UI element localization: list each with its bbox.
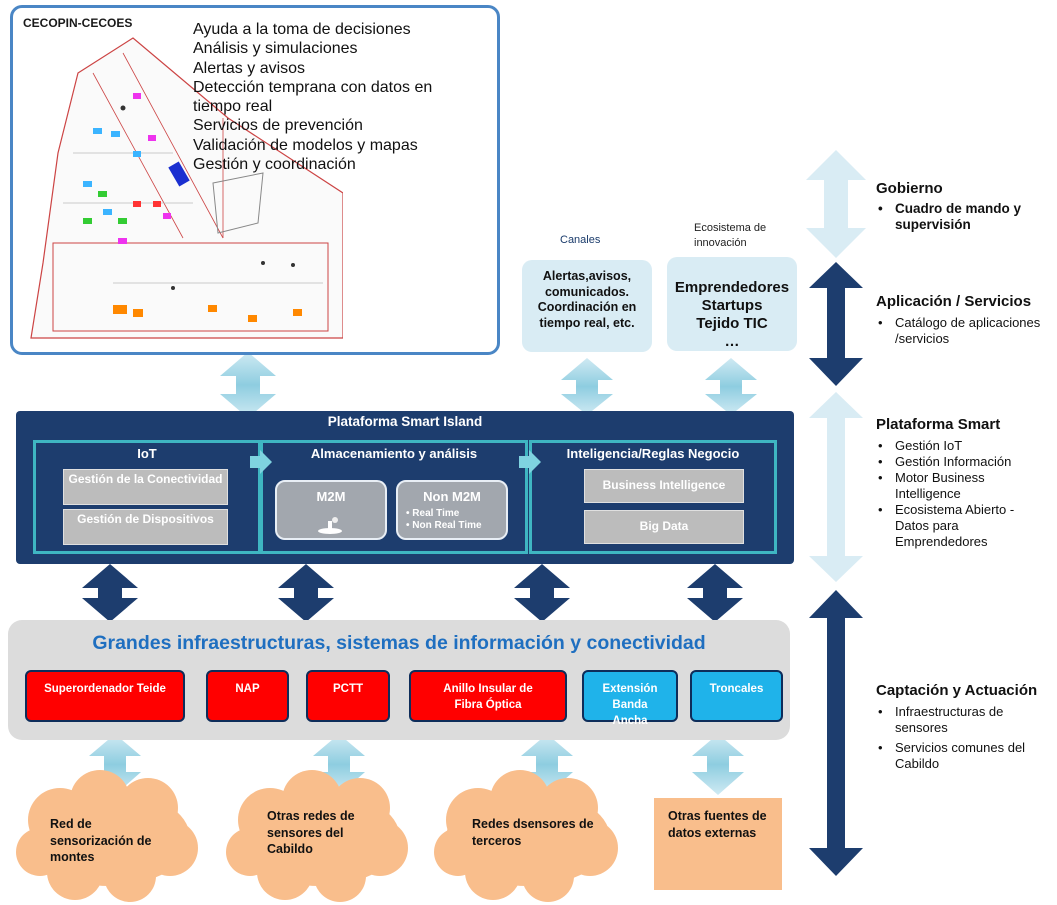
- canales-label: Canales: [560, 234, 601, 246]
- troncales-box: Troncales: [690, 670, 783, 722]
- cecopin-title: CECOPIN-CECOES: [23, 16, 133, 30]
- layer-aplicacion-list: Catálogo de aplicaciones /servicios: [876, 315, 1046, 347]
- cecopin-item: Validación de modelos y mapas: [193, 136, 418, 154]
- platform-title: Plataforma Smart Island: [327, 414, 483, 429]
- iot-title: IoT: [137, 446, 157, 461]
- cecopin-item: Detección temprana con datos en tiempo r…: [193, 78, 433, 116]
- otras-fuentes-box: Otras fuentes de datos externas: [654, 798, 782, 890]
- gestion-dispositivos-box: Gestión de Dispositivos: [63, 509, 228, 545]
- m2m-box: M2M: [275, 480, 387, 540]
- source-otras-fuentes: Otras fuentes de datos externas: [668, 809, 767, 840]
- cloud-1: [16, 770, 198, 902]
- layer-item: Catálogo de aplicaciones /servicios: [876, 315, 1046, 347]
- layer-aplicacion-title: Aplicación / Servicios: [876, 293, 1032, 310]
- infra-title: Grandes infraestructuras, sistemas de in…: [92, 632, 706, 654]
- eco-line: Tejido TIC: [696, 315, 768, 332]
- flow-arrow-iot-storage: [250, 450, 272, 474]
- antenna-icon: [318, 517, 342, 534]
- layer-plataforma-title: Plataforma Smart: [876, 416, 1001, 433]
- layer-item: Ecosistema Abierto - Datos para Emprende…: [876, 502, 1046, 550]
- canales-text: Alertas,avisos, comunicados. Coordinació…: [537, 269, 637, 330]
- captacion-axis-arrow: [809, 590, 863, 876]
- layer-item: Infraestructuras de sensores: [876, 704, 1052, 736]
- extension-banda-ancha-box: Extensión Banda Ancha: [582, 670, 678, 727]
- storage-title: Almacenamiento y análisis: [310, 446, 478, 461]
- big-data-box: Big Data: [584, 510, 744, 544]
- non-m2m-box: Non M2M • Real Time • Non Real Time: [396, 480, 508, 540]
- cloud-2: [226, 770, 408, 902]
- source-redes-terceros: Redes dsensores de terceros: [472, 817, 594, 848]
- nap-box: NAP: [206, 670, 289, 722]
- ecosistema-box: Emprendedores Startups Tejido TIC …: [667, 257, 797, 351]
- cecopin-item: Gestión y coordinación: [193, 156, 356, 174]
- eco-line: …: [724, 333, 740, 350]
- pctt-box: PCTT: [306, 670, 390, 722]
- plataforma-axis-arrow: [809, 392, 863, 582]
- arrows-infra-sources: [89, 734, 744, 795]
- cecopin-capabilities-list: Ayuda a la toma de decisiones Análisis y…: [193, 20, 483, 174]
- source-red-sensorizacion: Red de sensorización de montes: [50, 817, 152, 864]
- cecopin-item: Ayuda a la toma de decisiones: [193, 21, 411, 38]
- floorplan-image: [30, 37, 343, 339]
- layer-captacion-title: Captación y Actuación: [876, 682, 1038, 699]
- arrow-cecopin-platform: [220, 352, 276, 418]
- cecopin-item: Alertas y avisos: [193, 59, 306, 77]
- anillo-fibra-box: Anillo Insular de Fibra Óptica: [409, 670, 567, 722]
- cloud-shapes: [16, 770, 618, 902]
- cecopin-panel: CECOPIN-CECOES Ayuda a la toma de decisi…: [10, 5, 500, 355]
- m2m-label: M2M: [316, 489, 346, 504]
- eco-line: Emprendedores: [674, 279, 790, 296]
- superordenador-teide-box: Superordenador Teide: [25, 670, 185, 722]
- intel-panel: Inteligencia/Reglas Negocio Business Int…: [529, 440, 777, 554]
- cloud-3: [434, 770, 618, 902]
- aplicacion-axis-arrow: [809, 262, 863, 386]
- layer-item: Servicios comunes del Cabildo: [876, 740, 1052, 772]
- arrow-eco-platform: [705, 358, 757, 415]
- arrows-platform-infra: [82, 564, 743, 622]
- layer-item: Gestión Información: [876, 454, 1046, 470]
- non-real-time-item: • Non Real Time: [406, 520, 482, 531]
- layer-item: Gestión IoT: [876, 438, 1046, 454]
- non-m2m-label: Non M2M: [423, 489, 481, 504]
- source-otras-redes: Otras redes de sensores del Cabildo: [267, 809, 355, 856]
- business-intelligence-box: Business Intelligence: [584, 469, 744, 503]
- cecopin-item: Análisis y simulaciones: [193, 40, 358, 58]
- layer-gobierno-list: Cuadro de mando y supervisión: [876, 201, 1046, 233]
- gobierno-axis-arrow: [806, 150, 866, 258]
- flow-arrow-storage-intel: [519, 450, 541, 474]
- storage-panel: Almacenamiento y análisis M2M Non M2M • …: [260, 440, 528, 554]
- eco-line: Startups: [701, 297, 763, 314]
- intel-title: Inteligencia/Reglas Negocio: [566, 446, 740, 461]
- layer-captacion-list: Infraestructuras de sensores Servicios c…: [876, 704, 1052, 772]
- iot-panel: IoT Gestión de la Conectividad Gestión d…: [33, 440, 261, 554]
- layer-item: Cuadro de mando y supervisión: [876, 201, 1046, 233]
- canales-box: Alertas,avisos, comunicados. Coordinació…: [522, 260, 652, 352]
- layer-gobierno-title: Gobierno: [876, 180, 943, 197]
- smart-island-platform: Plataforma Smart Island IoT Gestión de l…: [16, 411, 794, 564]
- ecosistema-label: Ecosistema de innovación: [694, 222, 767, 249]
- layer-item: Motor Business Intelligence: [876, 470, 1046, 502]
- gestion-conectividad-box: Gestión de la Conectividad: [63, 469, 228, 505]
- cecopin-item: Servicios de prevención: [193, 117, 363, 135]
- arrow-canales-platform: [561, 358, 613, 415]
- layer-plataforma-list: Gestión IoT Gestión Información Motor Bu…: [876, 438, 1046, 550]
- real-time-item: • Real Time: [406, 508, 460, 519]
- infraestructuras-panel: Grandes infraestructuras, sistemas de in…: [8, 620, 790, 740]
